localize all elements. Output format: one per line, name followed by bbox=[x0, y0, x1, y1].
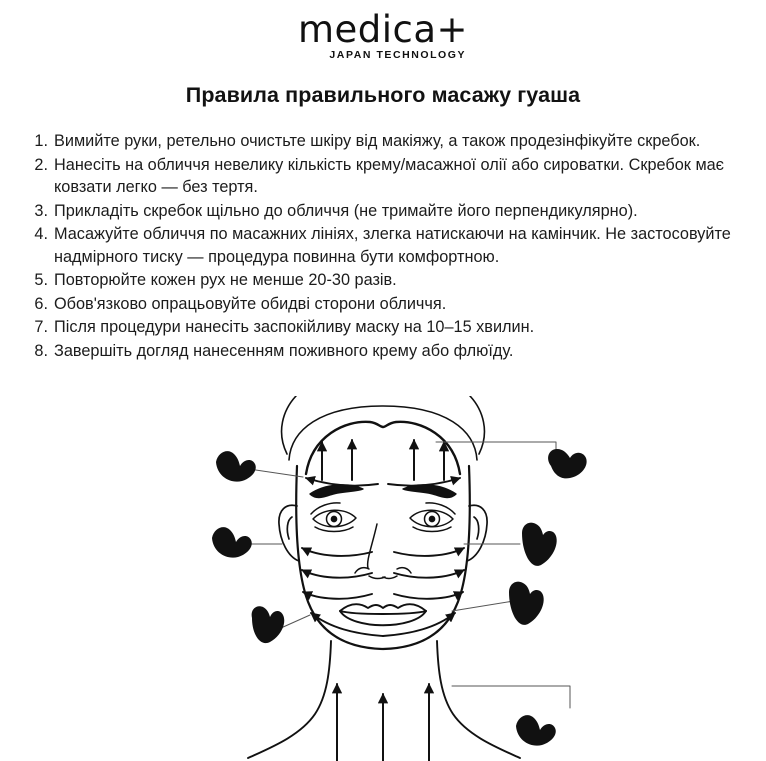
stone-lower-right bbox=[509, 581, 544, 625]
list-item-text: Вимийте руки, ретельно очистьте шкіру ві… bbox=[54, 132, 701, 150]
list-item-text: Масажуйте обличчя по масажних лініях, зл… bbox=[54, 225, 731, 266]
list-item-text: Нанесіть на обличчя невелику кількість к… bbox=[54, 155, 724, 197]
list-item-number: 8. bbox=[34, 341, 48, 360]
stone-upper-left bbox=[216, 451, 256, 482]
eyebrow-right bbox=[402, 484, 457, 499]
list-item-number: 5. bbox=[34, 271, 48, 289]
page-title: Правила правильного масажу гуаша bbox=[185, 83, 581, 107]
list-item: 7. Після процедури нанесіть заспокійливу… bbox=[0, 316, 766, 339]
list-item-text: Прикладіть скребок щільно до обличчя (не… bbox=[54, 201, 638, 220]
list-item: 1. Вимийте руки, ретельно очистьте шкіру… bbox=[0, 130, 766, 153]
list-item-number: 2. bbox=[34, 155, 48, 174]
list-item-number: 1. bbox=[34, 132, 48, 150]
list-item: 5. Повторюйте кожен рух не менше 20-30 р… bbox=[0, 269, 766, 292]
stone-upper-right bbox=[548, 449, 587, 479]
brand-tagline: JAPAN TECHNOLOGY bbox=[329, 49, 467, 61]
forehead-arrows bbox=[316, 438, 450, 481]
brand-logo: medica+ JAPAN TECHNOLOGY bbox=[0, 0, 766, 63]
list-item-number: 6. bbox=[34, 294, 48, 313]
list-item: 3. Прикладіть скребок щільно до обличчя … bbox=[0, 200, 766, 223]
stone-mid-right bbox=[522, 522, 557, 566]
list-item: 2. Нанесіть на обличчя невелику кількіст… bbox=[0, 154, 766, 199]
list-item-number: 7. bbox=[34, 318, 48, 336]
stone-mid-left bbox=[212, 527, 252, 558]
list-item-text: Обов'язково опрацьовуйте обидві сторони … bbox=[54, 294, 447, 313]
jaw-arrows bbox=[310, 612, 456, 637]
hairline bbox=[304, 420, 462, 476]
stone-lower-left bbox=[251, 606, 285, 644]
list-item-text: Повторюйте кожен рух не менше 20-30 разі… bbox=[54, 271, 397, 289]
list-item-text: Після процедури нанесіть заспокійливу ма… bbox=[54, 318, 535, 336]
eye-left bbox=[310, 502, 357, 533]
hair-outline bbox=[280, 396, 486, 461]
neck-shoulders bbox=[247, 640, 521, 759]
stone-bottom-right bbox=[516, 715, 556, 746]
face-contour bbox=[295, 464, 471, 651]
eyebrow-left bbox=[309, 484, 364, 499]
brow-arrows bbox=[305, 475, 461, 487]
list-item-text: Завершіть догляд нанесенням поживного кр… bbox=[54, 341, 514, 360]
list-item-number: 3. bbox=[34, 201, 48, 220]
ear-left bbox=[278, 504, 300, 562]
list-item-number: 4. bbox=[34, 225, 48, 243]
cheek-arrows bbox=[301, 547, 465, 601]
list-item: 4. Масажуйте обличчя по масажних лініях,… bbox=[0, 223, 766, 268]
face-massage-diagram bbox=[0, 396, 766, 761]
lips bbox=[339, 603, 427, 627]
neck-arrows bbox=[331, 682, 435, 761]
list-item: 8. Завершіть догляд нанесенням поживного… bbox=[0, 340, 766, 363]
ear-right bbox=[466, 504, 488, 562]
list-item: 6. Обов'язково опрацьовуйте обидві сторо… bbox=[0, 293, 766, 316]
brand-name: medica+ bbox=[297, 8, 469, 51]
instruction-list: 1. Вимийте руки, ретельно очистьте шкіру… bbox=[0, 130, 766, 362]
eye-right bbox=[409, 502, 456, 533]
nose bbox=[354, 523, 412, 580]
